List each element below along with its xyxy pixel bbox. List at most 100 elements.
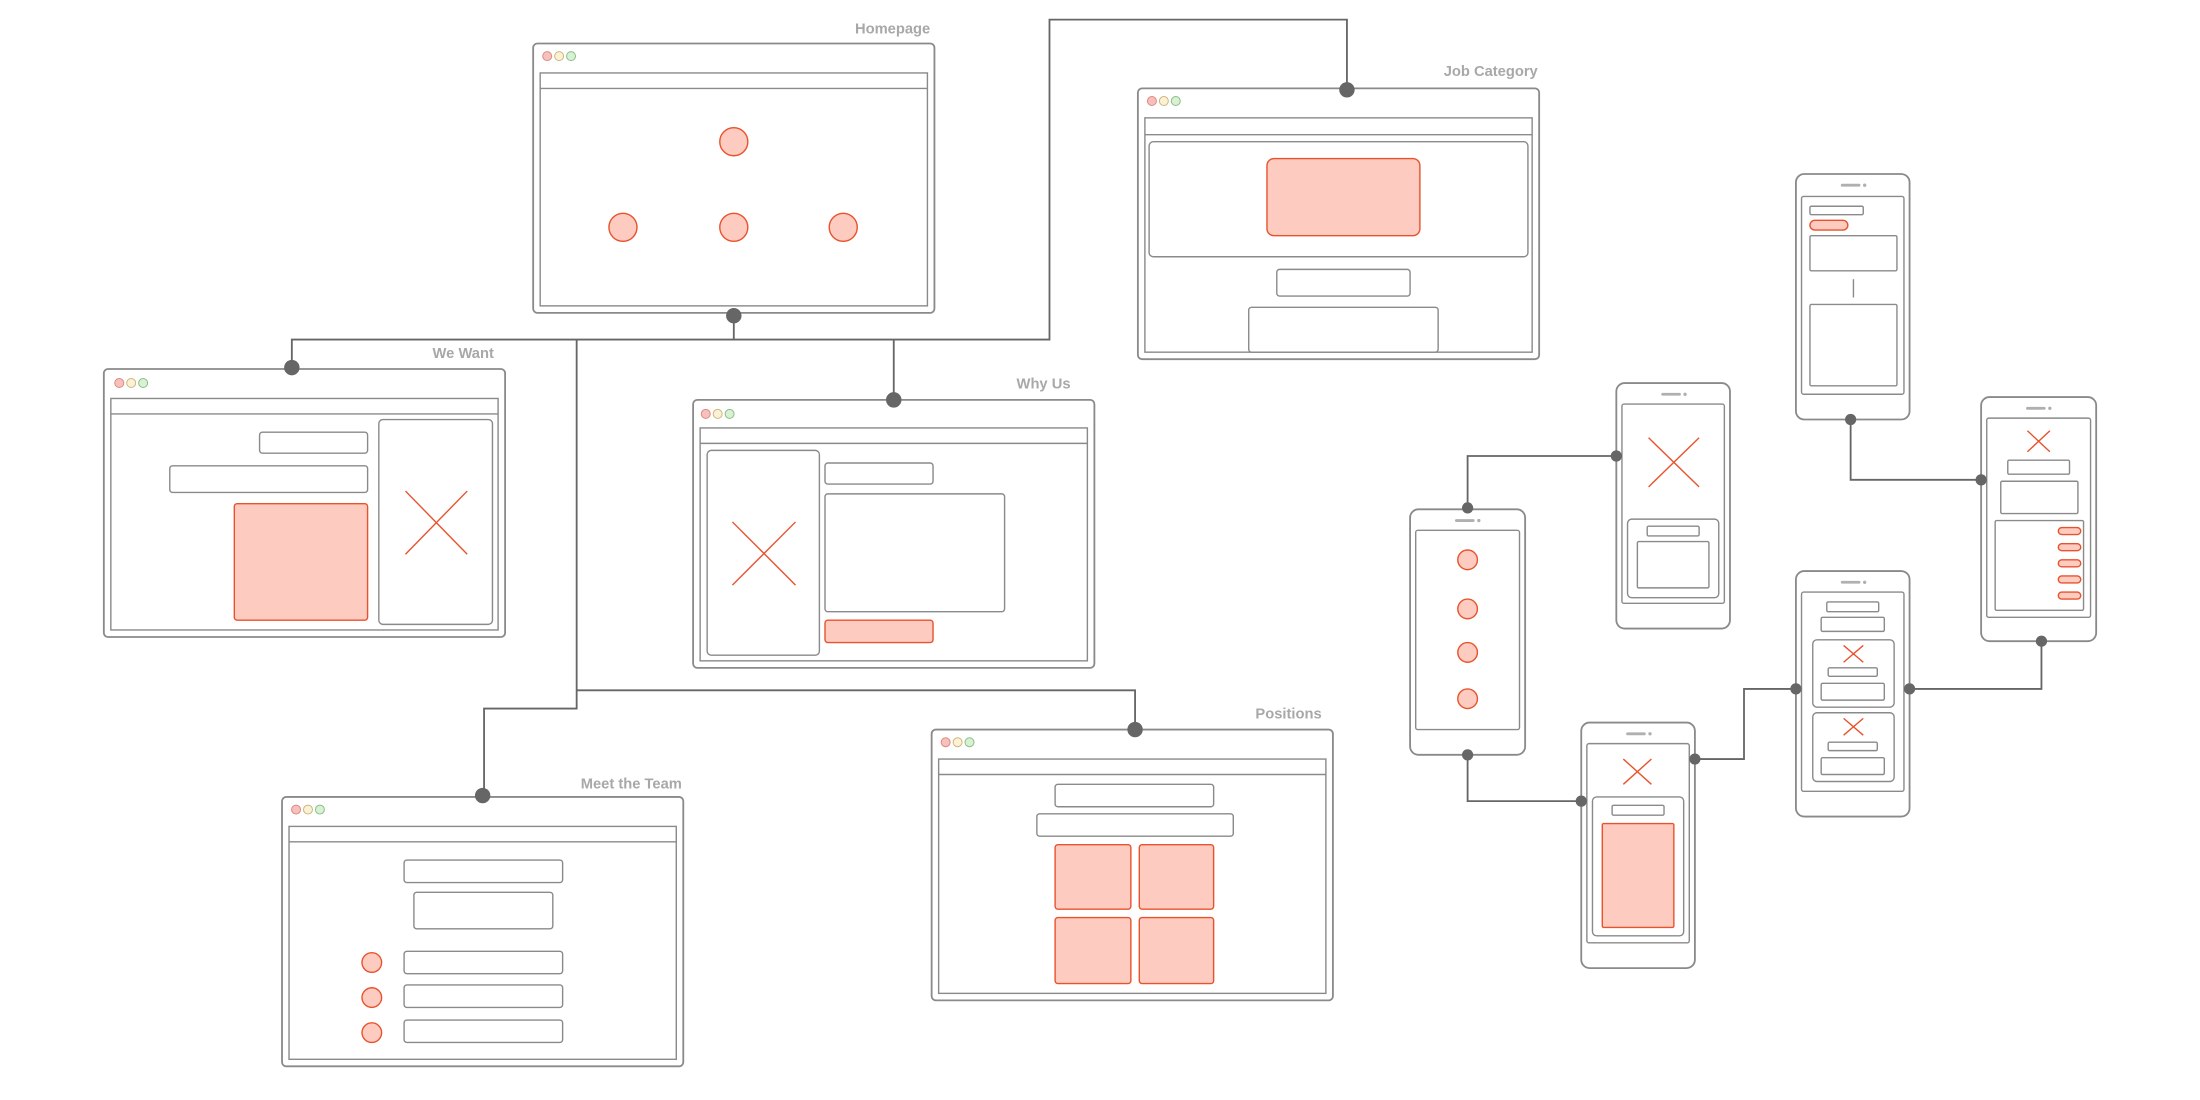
- wireframe-job-category: Job Category: [1136, 64, 1541, 361]
- connector-positions: [576, 689, 1136, 730]
- text-block-placeholder: [1809, 235, 1898, 272]
- minimize-dot-icon: [302, 804, 313, 815]
- intro-placeholder: [413, 891, 554, 930]
- close-dot-icon: [114, 378, 125, 389]
- maximize-dot-icon: [566, 51, 577, 62]
- connector-dot-mobile: [1845, 413, 1857, 426]
- content-frame: [110, 397, 499, 631]
- close-dot-icon: [542, 51, 553, 62]
- phone-body: [1409, 508, 1527, 756]
- phone-camera-dot: [1862, 580, 1867, 584]
- connector-dots: [284, 82, 2048, 807]
- window-controls: [700, 408, 735, 419]
- connector-trunk: [290, 18, 1348, 368]
- window-controls: [1146, 96, 1181, 107]
- mobile-wireframe-b: [1615, 382, 1731, 630]
- connector-dot-mobile: [1575, 795, 1587, 807]
- text-block-placeholder: [824, 493, 1006, 613]
- window-controls: [542, 51, 577, 62]
- team-avatar-1: [361, 951, 383, 974]
- banner-image-block: [1266, 157, 1421, 237]
- image-placeholder-x-icon: [1843, 717, 1864, 736]
- homepage-title: Homepage: [855, 22, 930, 38]
- phone-speaker: [1840, 183, 1861, 187]
- heading-placeholder: [258, 431, 369, 454]
- content-placeholder: [1248, 306, 1439, 353]
- phone-screen: [1586, 742, 1690, 944]
- subheading-placeholder: [1036, 813, 1234, 837]
- connector-mobile-a-b: [1466, 455, 1617, 508]
- close-dot-icon: [940, 737, 951, 748]
- connector-dot-mobile: [1790, 683, 1802, 695]
- wireframe-why-us: Why Us: [692, 377, 1096, 669]
- connector-dot-mobile: [1461, 502, 1474, 514]
- text-block-placeholder: [2000, 480, 2079, 515]
- connector-mobile-e-f: [1849, 419, 1982, 481]
- content-image-block: [233, 502, 369, 621]
- wireframe-homepage: Homepage: [532, 22, 936, 314]
- position-card-4: [1138, 916, 1215, 985]
- list-pill-3: [2057, 559, 2082, 568]
- phone-screen: [1800, 195, 1905, 395]
- feature-circle-center: [719, 212, 749, 243]
- connector-dot-mobile: [1689, 753, 1701, 765]
- phone-screen: [1621, 403, 1726, 605]
- card-heading-placeholder: [1611, 804, 1665, 816]
- list-circle-1: [1457, 549, 1479, 571]
- list-panel: [1994, 519, 2085, 612]
- heading-placeholder: [824, 462, 934, 485]
- window-frame: [930, 728, 1334, 1002]
- meet-the-team-title: Meet the Team: [581, 777, 682, 793]
- connector-dot-we-want: [284, 359, 300, 376]
- minimize-dot-icon: [126, 378, 137, 389]
- card-heading-placeholder: [1646, 525, 1700, 537]
- connector-dot-homepage: [726, 307, 742, 324]
- heading-placeholder: [403, 859, 564, 884]
- connector-dot-job-category: [1339, 82, 1355, 98]
- cta-button-placeholder: [824, 619, 934, 644]
- phone-camera-dot: [1648, 732, 1652, 736]
- card-2-body-placeholder: [1820, 756, 1886, 776]
- list-circle-4: [1457, 688, 1479, 710]
- list-circle-2: [1457, 598, 1479, 620]
- wireframe-we-want: We Want: [102, 346, 507, 638]
- phone-speaker: [2026, 406, 2046, 410]
- team-avatar-2: [361, 987, 383, 1009]
- feature-circle-left: [608, 212, 638, 243]
- phone-camera-dot: [1477, 518, 1481, 523]
- connector-mobile-a-c: [1466, 754, 1582, 803]
- connector-mobile-c-d: [1694, 687, 1796, 760]
- pill-button-placeholder: [1809, 219, 1849, 231]
- connector-dot-positions: [1127, 721, 1143, 738]
- phone-screen: [1986, 417, 2092, 619]
- phone-screen: [1800, 591, 1905, 793]
- we-want-title: We Want: [433, 346, 494, 362]
- card-body-placeholder: [1636, 540, 1710, 589]
- window-frame: [532, 42, 936, 314]
- mobile-wireframe-a: [1409, 508, 1527, 756]
- phone-camera-dot: [2048, 406, 2052, 410]
- heading-placeholder: [2007, 459, 2071, 475]
- card-image-block: [1601, 822, 1675, 929]
- content-frame: [539, 72, 929, 307]
- connector-mobile-d-f: [1909, 641, 2043, 690]
- close-dot-icon: [1146, 96, 1157, 107]
- window-controls: [114, 378, 149, 389]
- connector-meet-the-team: [483, 339, 578, 796]
- team-member-row-3: [403, 1019, 564, 1044]
- team-member-row-2: [403, 984, 564, 1009]
- card-2-heading-placeholder: [1827, 741, 1878, 752]
- phone-camera-dot: [1683, 392, 1687, 396]
- mobile-wireframe-e: [1795, 173, 1911, 421]
- heading-placeholder: [1054, 783, 1215, 808]
- minimize-dot-icon: [952, 737, 963, 748]
- team-avatar-3: [361, 1022, 383, 1044]
- phone-screen: [1414, 529, 1521, 731]
- content-frame: [288, 825, 677, 1061]
- mobile-wireframe-f: [1980, 396, 2098, 643]
- connector-dot-mobile: [1461, 749, 1474, 761]
- close-dot-icon: [291, 804, 302, 815]
- list-pill-5: [2057, 591, 2082, 600]
- mobile-wireframe-d: [1795, 570, 1911, 818]
- list-circle-3: [1457, 641, 1479, 663]
